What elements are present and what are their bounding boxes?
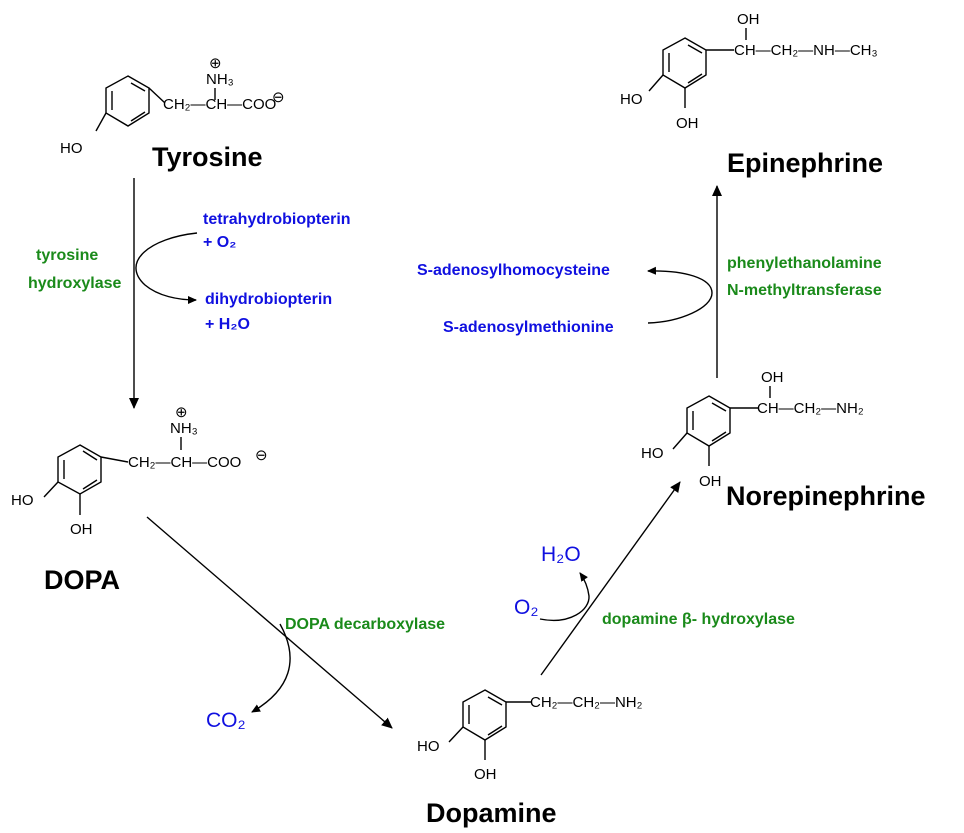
dihydrobiopterin-label: dihydrobiopterin [205,291,332,308]
tyrosine-amine-label: NH₃ [206,71,234,88]
tyrosine-name: Tyrosine [152,142,263,172]
dopamine-hydroxylase-label: dopamine β- hydroxylase [602,611,795,628]
dopa-decarboxylase-label: DOPA decarboxylase [285,616,445,633]
dopamine-ho-label: HO [417,738,440,755]
tyrosine-charge: ⊖ [272,89,285,106]
tyrosine-ho-label: HO [60,140,83,157]
dopa-chain-label: CH₂—CH—COO [128,454,241,471]
dopamine-name: Dopamine [426,798,557,828]
h2o-label: H₂O [541,543,581,566]
tyrosine-structure: HO CH₂—CH—COO ⊖ NH₃ ⊕ [60,55,285,157]
epinephrine-chain-label: CH—CH₂—NH—CH₃ [734,42,878,59]
norepinephrine-ho-label: HO [641,445,664,462]
tyrosine-hydroxylase-line1: tyrosine [36,247,98,264]
co2-label: CO₂ [206,709,246,732]
s-adenosylmethionine-label: S-adenosylmethionine [443,319,614,336]
dopa-structure: HO OH CH₂—CH—COO ⊖ NH₃ ⊕ [11,404,268,538]
tyrosine-hydroxylase-line2: hydroxylase [28,275,121,292]
epinephrine-ho-label: HO [620,91,643,108]
arrowhead-icon [540,481,681,676]
tyrosine-chain-label: CH₂—CH—COO [163,96,276,113]
arrowhead-icon [135,232,198,304]
dopa-charge: ⊖ [255,447,268,464]
norepinephrine-structure: OH HO OH CH—CH₂—NH₂ [641,369,864,490]
dopamine-structure: HO OH CH₂—CH₂—NH₂ [417,689,643,783]
dopa-oh-label: OH [70,521,93,538]
o2-label: O₂ [514,596,539,619]
dihydrobiopterin-h2o-label: + H₂O [205,316,250,333]
dopa-name: DOPA [44,565,120,595]
dopamine-chain-label: CH₂—CH₂—NH₂ [530,694,643,711]
norepinephrine-chain-label: CH—CH₂—NH₂ [757,400,864,417]
norepinephrine-oh-top-label: OH [761,369,784,386]
dopa-amine-charge: ⊕ [175,404,188,421]
norepinephrine-name: Norepinephrine [726,481,926,511]
tetrahydrobiopterin-label: tetrahydrobiopterin [203,211,351,228]
arrowhead-icon [146,516,393,729]
s-adenosylhomocysteine-label: S-adenosylhomocysteine [417,262,610,279]
arrowhead-icon [539,572,590,621]
tetrahydrobiopterin-o2-label: + O₂ [203,234,236,251]
epinephrine-oh-top-label: OH [737,11,760,28]
tyrosine-amine-charge: ⊕ [209,55,222,72]
epinephrine-oh-label: OH [676,115,699,132]
dopamine-oh-label: OH [474,766,497,783]
pnmt-line2: N-methyltransferase [727,282,882,299]
dopa-amine-label: NH₃ [170,420,198,437]
pnmt-line1: phenylethanolamine [727,255,882,272]
norepinephrine-oh-label: OH [699,473,722,490]
epinephrine-structure: OH HO OH CH—CH₂—NH—CH₃ [620,11,878,132]
arrowhead-icon [647,266,713,324]
dopa-ho-label: HO [11,492,34,509]
arrowhead-icon [251,623,291,713]
epinephrine-name: Epinephrine [727,148,883,178]
